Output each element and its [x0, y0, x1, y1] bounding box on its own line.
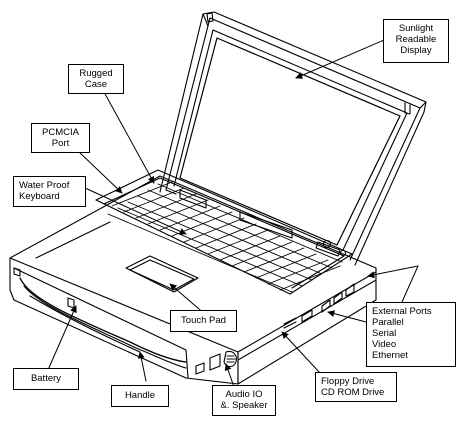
- callout-battery: [47, 305, 77, 371]
- callout-external-ports-1: [367, 265, 419, 303]
- label-line: CD ROM Drive: [321, 387, 385, 398]
- label-line: Serial: [372, 328, 397, 339]
- label-line: PCMCIA: [42, 127, 79, 138]
- label-line: External Ports: [372, 306, 432, 317]
- label-line: Ethernet: [372, 350, 408, 361]
- label-audio-io-speaker: Audio IO &. Speaker: [212, 385, 276, 416]
- label-sunlight-readable-display: Sunlight Readable Display: [383, 19, 449, 63]
- label-pcmcia-port: PCMCIA Port: [31, 123, 90, 153]
- callout-lines: [47, 39, 419, 388]
- label-line: Water Proof: [19, 180, 70, 191]
- callout-keyboard: [84, 187, 187, 235]
- callout-display: [295, 39, 385, 79]
- label-line: Parallel: [372, 317, 404, 328]
- callout-pcmcia: [77, 150, 123, 194]
- label-touch-pad: Touch Pad: [170, 310, 237, 332]
- label-battery: Battery: [13, 368, 79, 390]
- label-line: Case: [84, 79, 108, 90]
- label-rugged-case: Rugged Case: [68, 64, 124, 94]
- label-line: Audio IO: [225, 389, 263, 400]
- callout-floppy: [281, 331, 321, 374]
- callout-handle: [137, 351, 147, 382]
- callout-touch-pad: [169, 283, 207, 316]
- callout-external-ports-2: [327, 310, 367, 323]
- label-line: Rugged: [79, 68, 113, 79]
- label-line: Keyboard: [19, 191, 60, 202]
- callout-rugged-case: [103, 91, 155, 184]
- label-line: Sunlight: [398, 23, 434, 34]
- label-handle: Handle: [111, 385, 169, 407]
- label-external-ports: External Ports Parallel Serial Video Eth…: [366, 302, 456, 367]
- label-line: Video: [372, 339, 397, 350]
- label-line: Touch Pad: [181, 315, 226, 326]
- label-line: &. Speaker: [220, 400, 268, 411]
- label-line: Handle: [124, 390, 156, 401]
- keyboard: [95, 169, 353, 295]
- label-line: Battery: [30, 373, 62, 384]
- label-water-proof-keyboard: Water Proof Keyboard: [13, 176, 86, 207]
- callout-audio: [224, 363, 235, 388]
- label-line: Floppy Drive: [321, 376, 375, 387]
- label-line: Port: [51, 138, 70, 149]
- label-floppy-cd-rom-drive: Floppy Drive CD ROM Drive: [315, 372, 397, 402]
- label-line: Display: [400, 45, 432, 56]
- touch-pad-drawing: [125, 255, 199, 293]
- label-line: Readable: [395, 34, 437, 45]
- display-screen: [179, 37, 401, 246]
